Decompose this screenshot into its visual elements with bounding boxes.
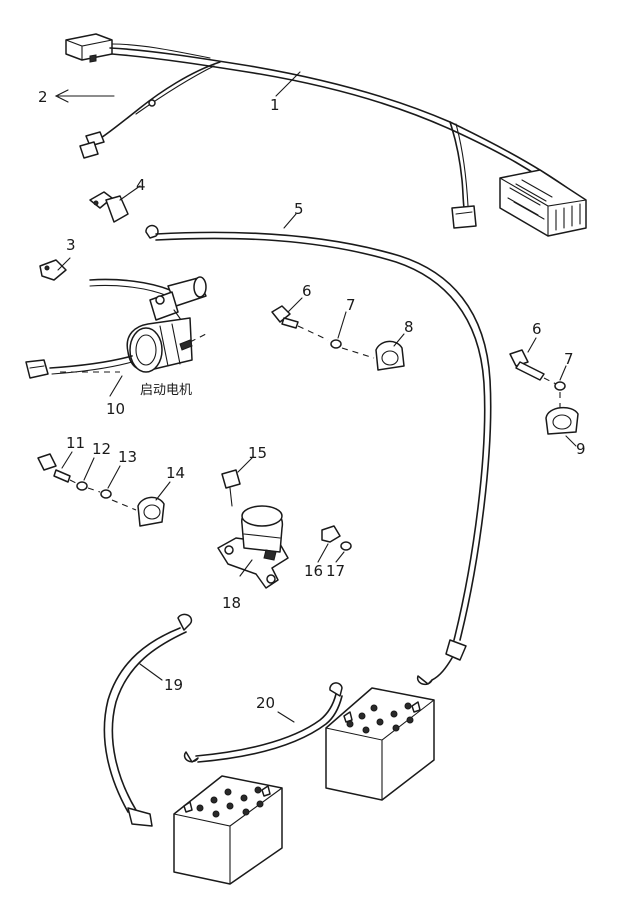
callout-18: 18 [222, 594, 241, 612]
callout-10: 10 [106, 400, 125, 418]
callout-6-right: 6 [532, 320, 542, 338]
callout-1: 1 [270, 96, 280, 114]
battery-left [173, 775, 283, 885]
battery-cable-20: 20 [183, 682, 343, 763]
direction-arrow: 2 [38, 88, 115, 106]
battery-right [325, 687, 435, 801]
callout-16: 16 [304, 562, 323, 580]
callout-13: 13 [118, 448, 137, 466]
callout-20: 20 [256, 694, 275, 712]
starter-motor-label: 启动电机 [140, 383, 192, 398]
starter-motor: 10 启动电机 [25, 276, 207, 418]
callout-7-center: 7 [346, 296, 356, 314]
part-4-connector: 4 [89, 176, 146, 223]
battery-cable-19: 19 [103, 613, 193, 827]
battery-cable-5: 5 [145, 200, 492, 686]
callout-11: 11 [66, 434, 85, 452]
callout-14: 14 [166, 464, 185, 482]
clamp-assembly-center: 6 7 8 [271, 282, 414, 371]
callout-17: 17 [326, 562, 345, 580]
wiring-harness: 1 [65, 33, 587, 237]
callout-8: 8 [404, 318, 414, 336]
clamp-assembly-left: 11 12 13 14 [37, 434, 185, 527]
callout-2: 2 [38, 88, 48, 106]
callout-19: 19 [164, 676, 183, 694]
callout-15: 15 [248, 444, 267, 462]
callout-7-right: 7 [564, 350, 574, 368]
callout-6-center: 6 [302, 282, 312, 300]
clamp-assembly-right: 6 7 9 [509, 320, 586, 458]
callout-3: 3 [66, 236, 76, 254]
callout-4: 4 [136, 176, 146, 194]
battery-relay: 15 18 16 17 [217, 444, 352, 612]
part-3-terminal: 3 [39, 236, 171, 297]
callout-5: 5 [294, 200, 304, 218]
callout-9: 9 [576, 440, 586, 458]
callout-12: 12 [92, 440, 111, 458]
